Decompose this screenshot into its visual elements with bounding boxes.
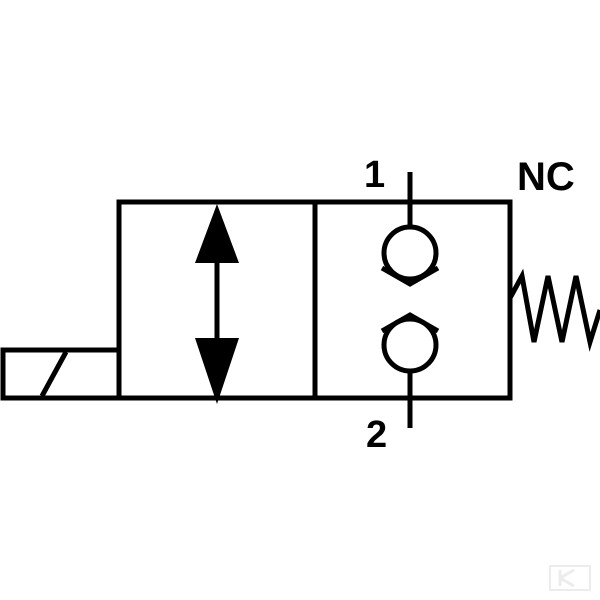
bidirectional-arrow-icon bbox=[195, 204, 239, 404]
watermark-logo-icon bbox=[549, 565, 591, 591]
solenoid-icon bbox=[0, 347, 122, 401]
port-label-inlet: 1 bbox=[364, 154, 385, 196]
spring-icon bbox=[507, 268, 600, 352]
port-label-outlet: 2 bbox=[366, 414, 387, 456]
mode-label: NC bbox=[517, 155, 575, 199]
valve-body bbox=[116, 199, 513, 401]
double-check-valve-icon bbox=[380, 172, 440, 428]
